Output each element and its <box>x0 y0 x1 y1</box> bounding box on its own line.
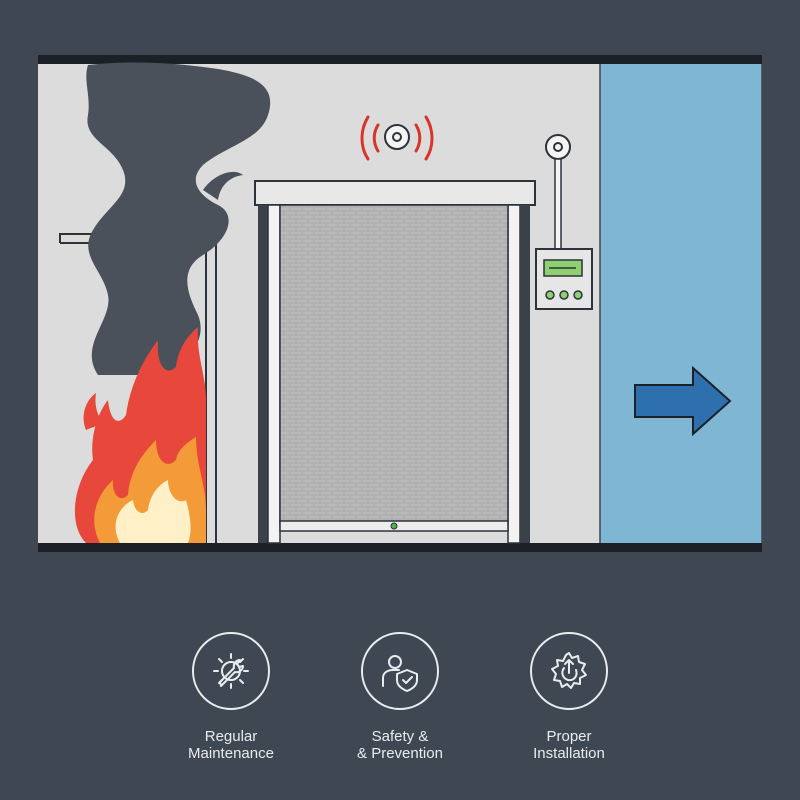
control-panel-icon <box>535 134 593 310</box>
feature-safety-prevention: Safety & & Prevention <box>310 632 490 762</box>
safe-corridor <box>599 55 762 552</box>
fire-shutter-scene <box>38 55 762 552</box>
feature-label-line1: Regular <box>204 728 258 745</box>
gear-wrench-icon <box>192 632 270 710</box>
alarm-sensor-icon <box>360 115 434 161</box>
fire-icon <box>74 327 206 543</box>
feature-list: Regular Maintenance Safety & & Preventio… <box>0 632 800 782</box>
exit-arrow-icon <box>634 365 732 437</box>
feature-label-line1: Proper <box>546 728 592 745</box>
smoke-icon <box>86 62 271 375</box>
feature-label-line2: & Prevention <box>357 745 443 762</box>
feature-label-line2: Maintenance <box>188 745 274 762</box>
person-shield-icon <box>361 632 439 710</box>
feature-label-line2: Installation <box>533 745 605 762</box>
fire-shutter-curtain <box>279 204 509 524</box>
feature-regular-maintenance: Regular Maintenance <box>141 632 321 762</box>
feature-label-line1: Safety & <box>371 728 429 745</box>
shutter-indicator-light <box>390 522 398 530</box>
gear-power-icon <box>530 632 608 710</box>
feature-proper-installation: Proper Installation <box>479 632 659 762</box>
shutter-header <box>254 180 536 206</box>
